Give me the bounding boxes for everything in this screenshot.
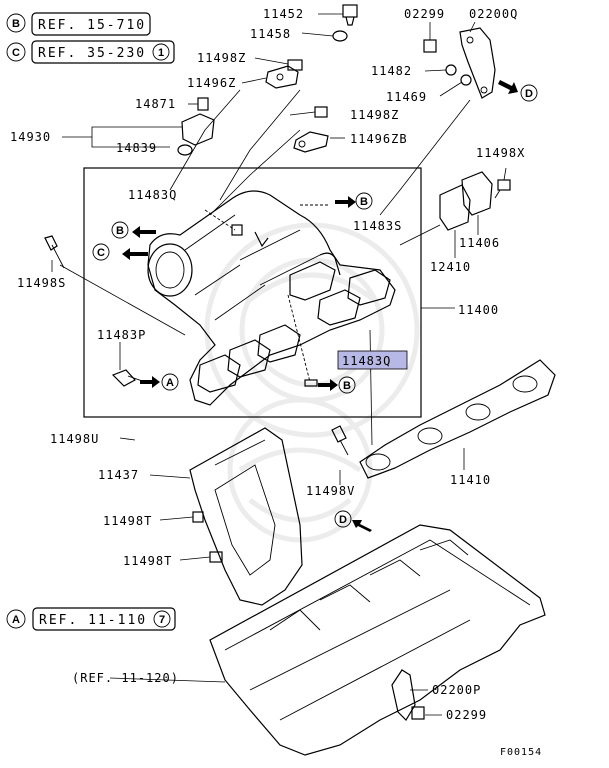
sensor-11452[interactable]	[342, 4, 358, 26]
label-14871[interactable]: 14871	[135, 97, 176, 111]
svg-text:B: B	[343, 380, 351, 392]
bolt-11498z-2[interactable]	[314, 106, 328, 118]
ref-c-box[interactable]: C REF. 35-230 1	[6, 40, 175, 64]
label-11498t-1[interactable]: 11498T	[103, 514, 152, 528]
label-11483s[interactable]: 11483S	[353, 219, 402, 233]
ref-a-circle: A	[12, 614, 20, 626]
label-12410[interactable]: 12410	[430, 260, 471, 274]
part-labels: 11452 11458 11498Z 11496Z 14871 14930 14…	[10, 7, 542, 758]
svg-text:B: B	[116, 225, 124, 237]
cylinder-head[interactable]	[209, 524, 546, 756]
svg-text:D: D	[525, 88, 533, 100]
label-02299-bot[interactable]: 02299	[446, 708, 487, 722]
label-11469[interactable]: 11469	[386, 90, 427, 104]
sensor-14871[interactable]	[197, 97, 209, 111]
callout-d-2[interactable]: D	[334, 510, 372, 532]
label-11406[interactable]: 11406	[459, 236, 500, 250]
label-11483q-highlighted[interactable]: 11483Q	[342, 354, 391, 368]
nut-11482[interactable]	[445, 64, 457, 76]
label-02200q[interactable]: 02200Q	[469, 7, 518, 21]
leader-lines	[51, 13, 507, 716]
label-ref-11-120[interactable]: (REF. 11-120)	[72, 671, 179, 685]
cover-11406[interactable]	[461, 171, 493, 216]
ref-c-circle: C	[12, 47, 20, 59]
label-11483q-top[interactable]: 11483Q	[128, 188, 177, 202]
bolt-02299-bot[interactable]	[411, 706, 425, 720]
label-11458[interactable]: 11458	[250, 27, 291, 41]
label-11482[interactable]: 11482	[371, 64, 412, 78]
label-11437[interactable]: 11437	[98, 468, 139, 482]
intake-manifold[interactable]	[147, 190, 396, 406]
label-11496z[interactable]: 11496Z	[187, 76, 236, 90]
ref-b-box[interactable]: B REF. 15-710	[6, 12, 151, 36]
ref-c-suffix: 1	[158, 47, 164, 59]
label-11410[interactable]: 11410	[450, 473, 491, 487]
ref-a-suffix: 7	[159, 614, 165, 626]
washer-11469[interactable]	[460, 74, 472, 86]
bolt-11498s[interactable]	[44, 235, 65, 269]
svg-text:B: B	[360, 196, 368, 208]
label-11496zb[interactable]: 11496ZB	[350, 132, 408, 146]
label-02299-top[interactable]: 02299	[404, 7, 445, 21]
svg-text:C: C	[97, 247, 105, 259]
bolt-02299-top[interactable]	[423, 39, 437, 53]
ref-b-text: REF. 15-710	[38, 18, 146, 33]
intake-assembly-frame	[83, 167, 422, 418]
bracket-11496z[interactable]	[265, 65, 299, 89]
ref-a-box[interactable]: A REF. 11-110 7	[6, 607, 176, 631]
callout-a[interactable]: A	[140, 373, 179, 391]
bracket-11496zb[interactable]	[293, 131, 329, 153]
ref-b-circle: B	[12, 18, 20, 30]
label-11498v[interactable]: 11498V	[306, 484, 355, 498]
o-ring-11458[interactable]	[332, 30, 348, 42]
callout-c[interactable]: C	[92, 243, 148, 261]
bolt-11483q-top[interactable]	[204, 209, 243, 236]
label-14839[interactable]: 14839	[116, 141, 157, 155]
ref-c-text: REF. 35-230	[38, 46, 146, 61]
bolt-11498x[interactable]	[494, 179, 511, 199]
callout-d-1[interactable]: D	[498, 80, 538, 102]
highlight-box	[337, 350, 408, 370]
label-11498x[interactable]: 11498X	[476, 146, 525, 160]
callout-b-3[interactable]: B	[318, 376, 356, 394]
label-11498t-2[interactable]: 11498T	[123, 554, 172, 568]
bracket-02200p[interactable]	[391, 669, 416, 721]
sensor-14930[interactable]	[181, 113, 215, 146]
label-11483p[interactable]: 11483P	[97, 328, 146, 342]
label-11452[interactable]: 11452	[263, 7, 304, 21]
figure-code: F00154	[500, 747, 542, 758]
svg-text:D: D	[339, 514, 347, 526]
bolt-11498t-1[interactable]	[192, 511, 204, 523]
stud-11498v[interactable]	[331, 425, 349, 456]
gasket-11410[interactable]	[359, 359, 556, 479]
watermark-emblem	[204, 222, 420, 543]
bolt-11498z-1[interactable]	[287, 59, 303, 71]
o-ring-14839[interactable]	[177, 144, 193, 156]
label-14930[interactable]: 14930	[10, 130, 51, 144]
label-11498z-2[interactable]: 11498Z	[350, 108, 399, 122]
callout-b-2[interactable]: B	[111, 221, 156, 239]
svg-text:A: A	[166, 377, 174, 389]
label-11498u[interactable]: 11498U	[50, 432, 99, 446]
label-11498z-1[interactable]: 11498Z	[197, 51, 246, 65]
ref-a-text: REF. 11-110	[39, 613, 147, 628]
bolt-11483q-bottom[interactable]	[287, 294, 318, 387]
label-02200p[interactable]: 02200P	[432, 683, 481, 697]
label-11400[interactable]: 11400	[458, 303, 499, 317]
bracket-02200q[interactable]	[459, 27, 496, 99]
label-11498s[interactable]: 11498S	[17, 276, 66, 290]
callout-b-1[interactable]: B	[335, 192, 373, 210]
